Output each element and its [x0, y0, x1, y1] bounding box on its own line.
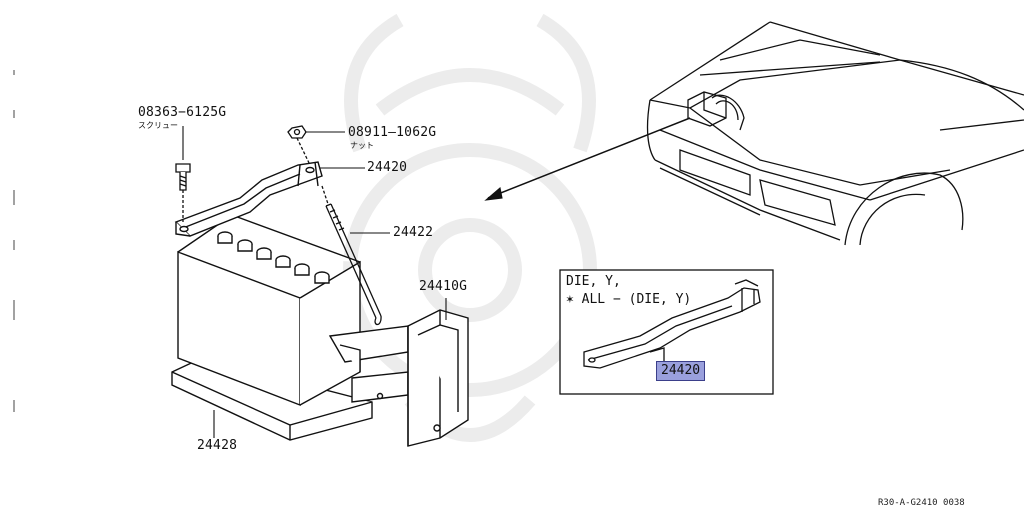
- nut: [287, 125, 311, 166]
- bracket-part-number: 24410G: [419, 279, 468, 294]
- screw-part-number: 08363−6125G: [138, 105, 227, 120]
- screw-part-name: スクリュー: [138, 121, 178, 130]
- watermark-emblem: [343, 13, 597, 442]
- bracket: [328, 309, 469, 447]
- frame-part-number: 24420: [367, 160, 408, 175]
- diagram-code: R30-A-G2410 0038: [878, 498, 965, 508]
- car-sketch: [646, 21, 1024, 246]
- battery: [177, 214, 361, 407]
- highlighted-part-number[interactable]: 24420: [656, 361, 706, 381]
- nut-part-name: ナット: [350, 141, 374, 150]
- hold-down-frame: [174, 161, 323, 237]
- screw: [175, 163, 191, 222]
- inset-condition-line-1: DIE, Y,: [566, 274, 621, 289]
- rod: [321, 185, 382, 326]
- nut-part-number: 08911–1062G: [348, 125, 437, 140]
- inset-condition-line-2: ✶ ALL − (DIE, Y): [566, 292, 692, 307]
- tray-part-number: 24428: [197, 438, 238, 453]
- rod-part-number: 24422: [393, 225, 434, 240]
